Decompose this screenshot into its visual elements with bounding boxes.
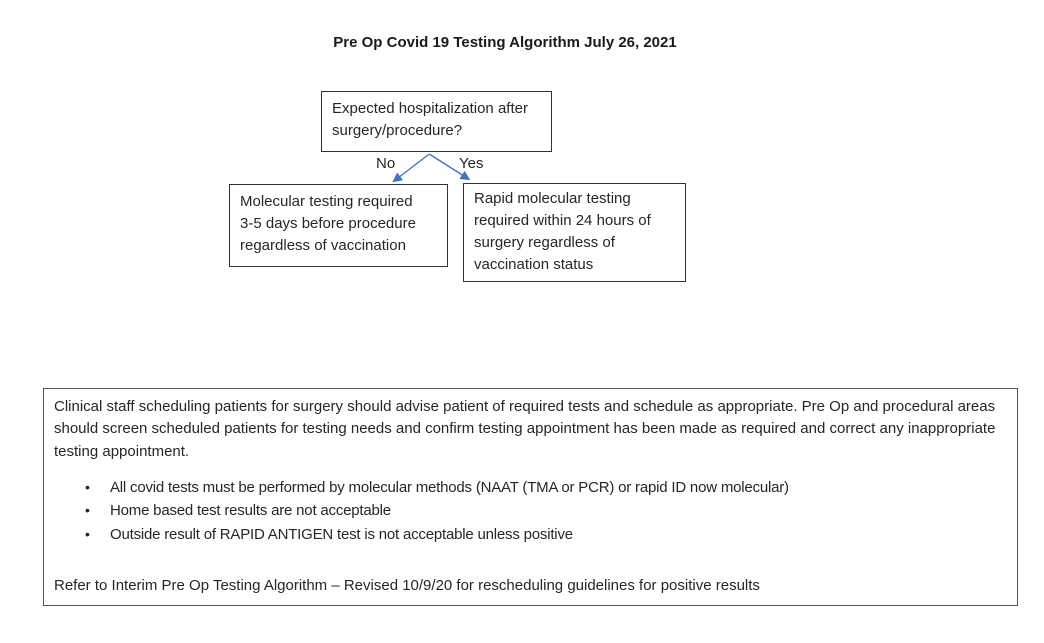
flowchart-question-box: Expected hospitalization after surgery/p… (321, 91, 552, 152)
page-title: Pre Op Covid 19 Testing Algorithm July 2… (333, 34, 677, 51)
notes-box: Clinical staff scheduling patients for s… (43, 388, 1018, 606)
flowchart-yes-result-box: Rapid molecular testing required within … (463, 183, 686, 282)
notes-bullet-item: All covid tests must be performed by mol… (85, 476, 1005, 500)
notes-bullet-item: Home based test results are not acceptab… (85, 499, 1005, 523)
notes-bullet-list: All covid tests must be performed by mol… (54, 476, 1005, 547)
no-arrow-icon (392, 153, 430, 183)
notes-bullet-item: Outside result of RAPID ANTIGEN test is … (85, 523, 1005, 547)
branch-label-yes: Yes (459, 155, 484, 172)
yes-arrow-icon (428, 153, 471, 181)
decision-arrows-icon (392, 153, 471, 183)
notes-paragraph: Clinical staff scheduling patients for s… (54, 398, 996, 460)
branch-label-no: No (376, 155, 396, 172)
notes-footer: Refer to Interim Pre Op Testing Algorith… (54, 577, 760, 595)
flowchart-no-result-box: Molecular testing required 3-5 days befo… (229, 184, 448, 267)
